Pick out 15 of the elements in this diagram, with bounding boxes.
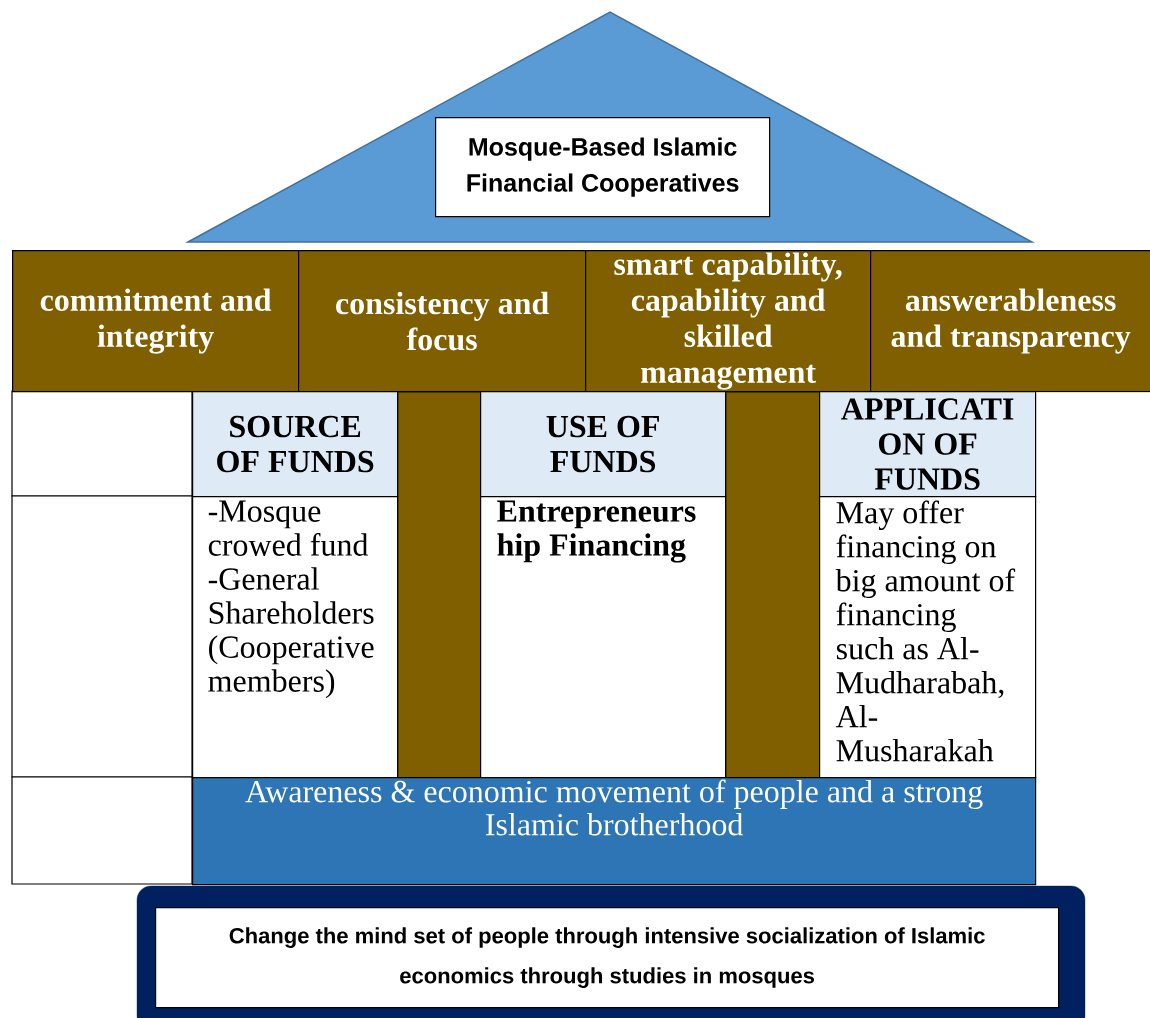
column-header: USE OF FUNDS <box>480 391 727 498</box>
column-body: May offer financing on big amount of financing such as Al- Mudharabah, Al- Musharakah <box>819 496 1037 779</box>
column-header: SOURCE OF FUNDS <box>192 391 399 498</box>
pillar <box>397 391 482 779</box>
beam-cell: commitment and integrity <box>12 250 300 393</box>
pillar <box>725 391 821 779</box>
beam-cell: smart capability, capability and skilled management <box>585 250 872 393</box>
column-header: APPLICATI ON OF FUNDS <box>819 391 1037 498</box>
title-box: Mosque-Based Islamic Financial Cooperatives <box>435 117 771 218</box>
awareness-band: Awareness & economic movement of people and a strong Islamic brotherhood <box>192 777 1037 886</box>
column-body: -Mosque crowed fund -General Shareholders (Cooperative members) <box>192 496 399 779</box>
beam-cell: consistency and focus <box>298 250 587 393</box>
column-body: Entrepreneurs hip Financing <box>480 496 727 779</box>
beam-cell: answerableness and transparency <box>870 250 1150 393</box>
message-box: Change the mind set of people through intensive socialization of Islamic economics through studies in mosques <box>155 907 1060 1009</box>
